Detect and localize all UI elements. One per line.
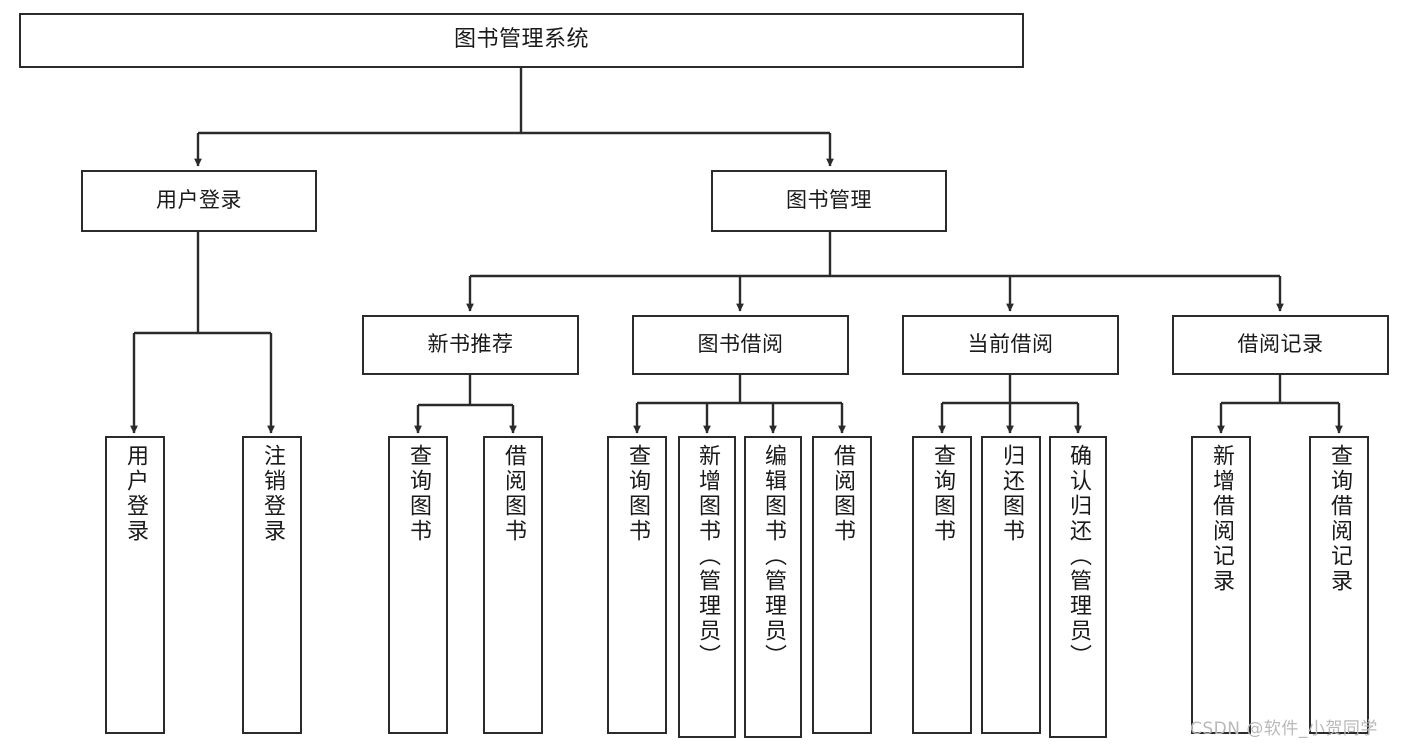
node-label: 借阅记录 [1237,332,1324,357]
node-label: 确认归还（管理员） [1066,444,1091,669]
node-new-book-recommend[interactable]: 新书推荐 [362,315,579,375]
node-current-borrow[interactable]: 当前借阅 [902,315,1119,375]
node-leaf-confirm-return-admin[interactable]: 确认归还（管理员） [1049,436,1107,738]
node-label: 借阅图书 [830,444,855,544]
node-leaf-query-borrow-record[interactable]: 查询借阅记录 [1309,436,1369,734]
node-leaf-user-login[interactable]: 用户登录 [105,436,165,734]
node-label: 新增图书（管理员） [695,444,720,669]
node-label: 新书推荐 [427,332,514,357]
node-label: 当前借阅 [967,332,1054,357]
node-book-management[interactable]: 图书管理 [711,170,947,232]
node-label: 用户登录 [123,444,148,544]
node-leaf-query-book-current[interactable]: 查询图书 [912,436,972,734]
node-leaf-add-book-admin[interactable]: 新增图书（管理员） [678,436,736,738]
node-label: 新增借阅记录 [1209,444,1234,594]
node-leaf-borrow-book-recommend[interactable]: 借阅图书 [483,436,543,734]
node-leaf-return-book[interactable]: 归还图书 [981,436,1041,734]
node-label: 图书管理 [786,188,872,213]
node-label: 图书管理系统 [453,27,589,53]
node-label: 编辑图书（管理员） [761,444,786,669]
node-label: 用户登录 [156,188,242,213]
node-root-book-management-system[interactable]: 图书管理系统 [19,13,1024,68]
node-label: 查询借阅记录 [1327,444,1352,594]
node-leaf-add-borrow-record[interactable]: 新增借阅记录 [1191,436,1251,734]
node-label: 查询图书 [406,444,431,544]
node-label: 借阅图书 [501,444,526,544]
node-borrow-records[interactable]: 借阅记录 [1172,315,1389,375]
node-leaf-logout[interactable]: 注销登录 [242,436,302,734]
node-leaf-edit-book-admin[interactable]: 编辑图书（管理员） [744,436,802,738]
node-book-borrow[interactable]: 图书借阅 [632,315,849,375]
node-leaf-query-book-borrow[interactable]: 查询图书 [607,436,667,734]
node-leaf-query-book-recommend[interactable]: 查询图书 [388,436,448,734]
node-label: 查询图书 [625,444,650,544]
node-user-login[interactable]: 用户登录 [81,170,317,232]
node-label: 图书借阅 [697,332,784,357]
node-label: 归还图书 [999,444,1024,544]
node-leaf-borrow-book[interactable]: 借阅图书 [812,436,872,734]
node-label: 查询图书 [930,444,955,544]
watermark-csdn: CSDN @软件_小贺同学 [1190,719,1378,739]
node-label: 注销登录 [260,444,285,544]
